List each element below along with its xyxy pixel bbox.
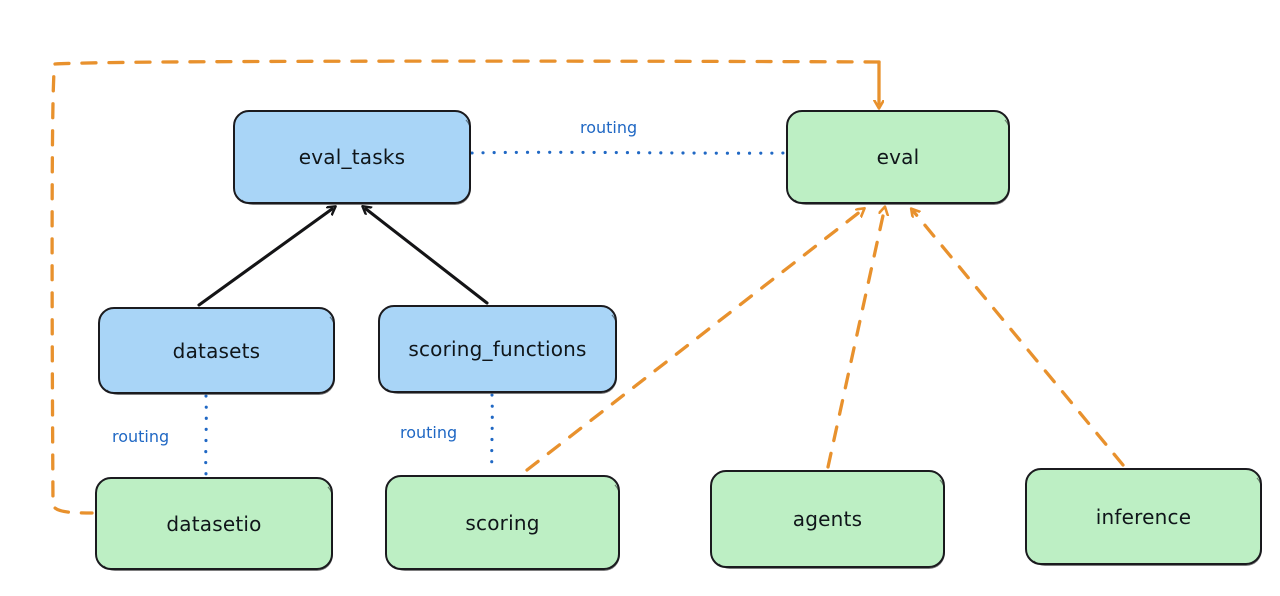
node-label: eval_tasks <box>298 145 406 169</box>
edge-agents-to-eval <box>826 211 884 469</box>
edge-label-routing-scoring_functions-scoring: routing <box>400 423 458 442</box>
node-agents[interactable]: agents <box>710 470 945 569</box>
edge-label-routing-eval_tasks-eval: routing <box>580 118 638 137</box>
node-label: scoring <box>465 510 540 535</box>
node-inference[interactable]: inference <box>1025 468 1262 566</box>
edge-scoring_functions-to-eval_tasks <box>366 209 489 305</box>
node-scoring[interactable]: scoring <box>385 475 620 571</box>
node-label: agents <box>792 507 863 531</box>
edge-datasets-to-eval_tasks <box>197 209 332 307</box>
edge-datasets-to-datasetio <box>204 394 208 476</box>
node-label: datasets <box>172 338 261 363</box>
node-datasets[interactable]: datasets <box>98 307 335 395</box>
node-label: datasetio <box>166 511 262 536</box>
edge-eval_tasks-to-eval <box>470 150 786 155</box>
node-scoring_functions[interactable]: scoring_functions <box>378 305 617 394</box>
edge-scoring_functions-to-scoring <box>490 393 494 474</box>
edge-label-routing-datasets-datasetio: routing <box>112 427 170 446</box>
edge-inference-to-eval <box>914 212 1125 467</box>
node-datasetio[interactable]: datasetio <box>95 477 333 571</box>
node-eval[interactable]: eval <box>786 110 1010 205</box>
edge-eval-to-datasetio <box>50 59 879 515</box>
node-label: inference <box>1095 504 1192 529</box>
node-eval_tasks[interactable]: eval_tasks <box>233 110 471 205</box>
node-label: scoring_functions <box>408 337 587 361</box>
edge-scoring-to-eval <box>525 211 861 472</box>
node-label: eval <box>876 145 920 169</box>
